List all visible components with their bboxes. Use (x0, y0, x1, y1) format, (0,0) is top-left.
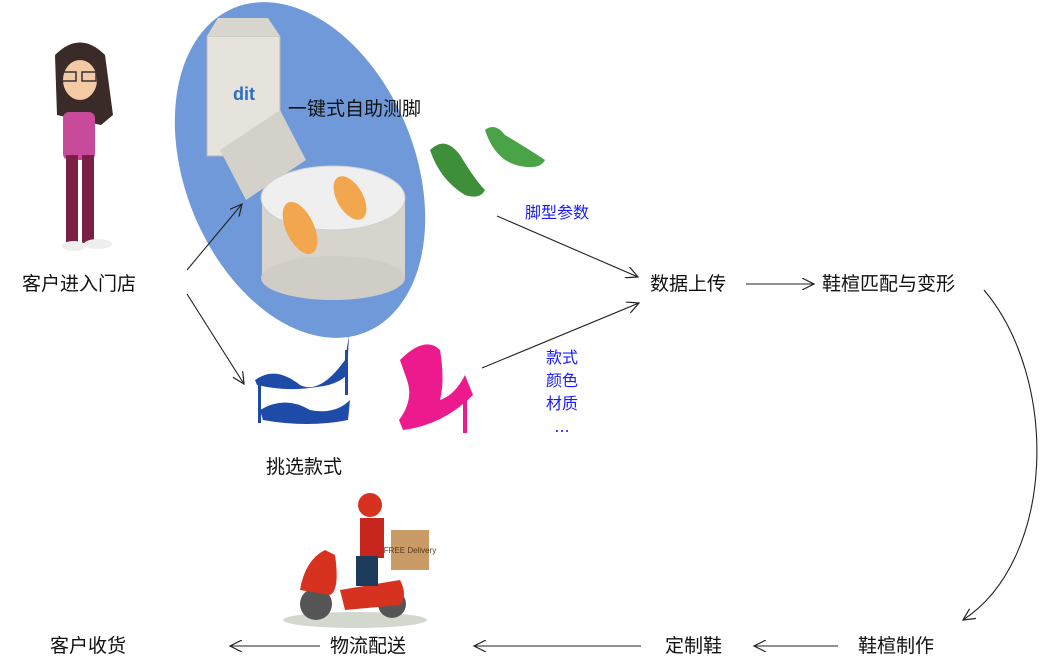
node-enter-store: 客户进入门店 (22, 273, 137, 295)
foot-scanner-image: dit (206, 18, 406, 300)
arrow-enter-to-choose (186, 293, 244, 384)
delivery-image: FREE Delivery (283, 493, 436, 628)
node-data-upload: 数据上传 (650, 273, 727, 295)
node-self-measure: 一键式自助测脚 (288, 98, 422, 120)
node-last-make: 鞋楦制作 (858, 635, 935, 657)
arrow-match-to-make (963, 289, 1038, 620)
customer-image (55, 42, 113, 251)
node-custom-shoe: 定制鞋 (665, 635, 723, 657)
node-choose-style: 挑选款式 (266, 456, 343, 478)
node-receive: 客户收货 (50, 635, 127, 657)
style-attr: ... (554, 417, 570, 436)
style-attr: 颜色 (545, 371, 578, 390)
foot-model-image (430, 126, 545, 197)
node-logistics: 物流配送 (330, 635, 407, 657)
arrow-foot-to-upload (496, 215, 638, 277)
node-last-match: 鞋楦匹配与变形 (822, 273, 956, 295)
pink-shoe-image (399, 344, 473, 433)
style-attr: 款式 (545, 348, 578, 367)
arrow-enter-to-measure (186, 204, 242, 271)
arrow-style-to-upload (481, 303, 639, 369)
style-attr: 材质 (545, 394, 578, 413)
blue-shoes-image (255, 335, 350, 424)
brand-text: dit (233, 84, 255, 104)
edge-label-foot-params: 脚型参数 (525, 203, 590, 222)
edge-label-style-attrs: 款式 颜色 材质 ... (543, 346, 581, 438)
box-text: FREE Delivery (384, 546, 436, 555)
